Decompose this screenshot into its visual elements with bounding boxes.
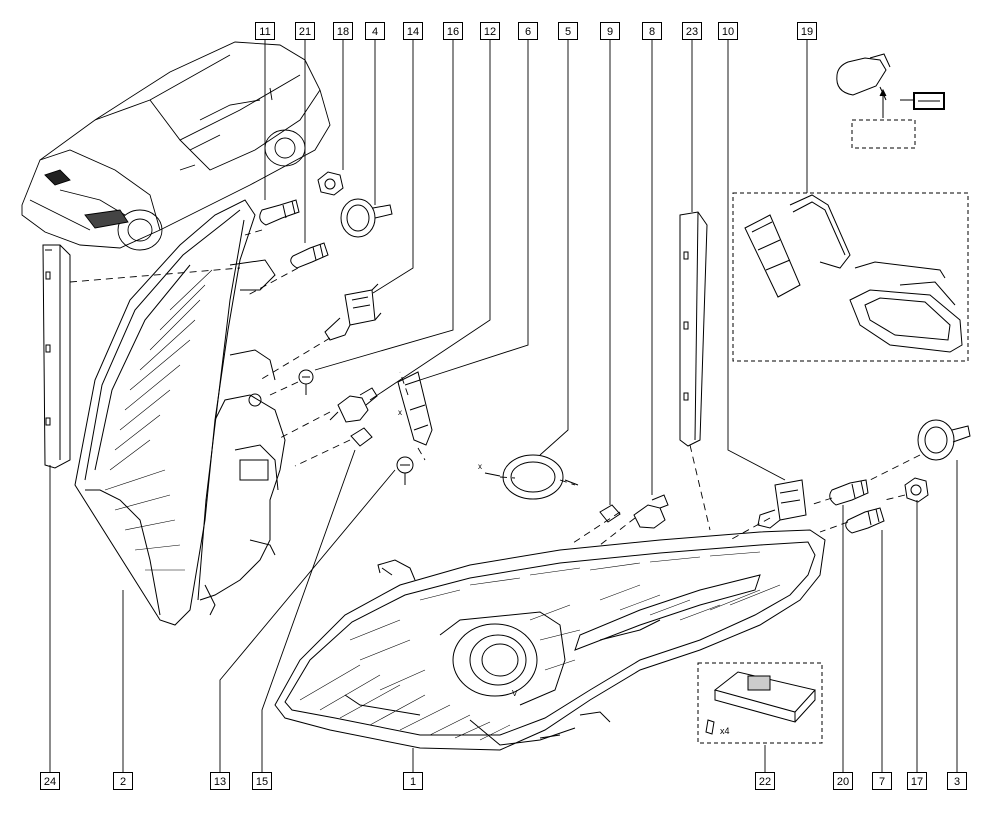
- bulb-h7-12: [329, 387, 378, 423]
- axis-mark-b: x: [478, 462, 482, 471]
- bulb-h7-8: [633, 494, 669, 529]
- assembly-dash-lines: [69, 229, 921, 546]
- bulb-socket-18: [317, 171, 344, 196]
- leader-lines: [49, 40, 958, 772]
- callout-15: 15: [252, 772, 272, 790]
- callout-7: 7: [872, 772, 892, 790]
- callout-17: 17: [907, 772, 927, 790]
- callout-19: 19: [797, 22, 817, 40]
- headlight-housing-rear-view: [74, 199, 286, 626]
- callout-2: 2: [113, 772, 133, 790]
- callout-18: 18: [333, 22, 353, 40]
- callout-22: 22: [755, 772, 775, 790]
- indicator-bulb-11: [259, 199, 300, 226]
- svg-text:V: V: [512, 689, 518, 698]
- sealing-cap-4: [340, 198, 393, 238]
- axis-mark-a: x: [398, 408, 402, 417]
- xenon-bulb-14: [324, 283, 382, 341]
- mounting-bracket-right: [679, 211, 708, 447]
- callout-10: 10: [718, 22, 738, 40]
- wedge-bulb-9: [599, 504, 621, 523]
- callout-21: 21: [295, 22, 315, 40]
- indicator-bulb-20: [829, 479, 869, 506]
- callout-4: 4: [365, 22, 385, 40]
- drl-kit-group-19: [732, 192, 969, 362]
- callout-24: 24: [40, 772, 60, 790]
- callout-8: 8: [642, 22, 662, 40]
- bulb-top-right-detail: [836, 53, 945, 149]
- callout-6: 6: [518, 22, 538, 40]
- headlight-assembly-front: V: [274, 529, 826, 751]
- side-lens-6: x: [397, 371, 433, 446]
- car-illustration: [21, 41, 331, 251]
- callout-16: 16: [443, 22, 463, 40]
- bulb-socket-17: [904, 477, 929, 503]
- screw-15: [396, 456, 414, 485]
- wedge-bulb-small: [350, 427, 373, 447]
- fixing-screw-16: [298, 369, 314, 395]
- screw-quantity-label: x4: [720, 726, 730, 736]
- callout-14: 14: [403, 22, 423, 40]
- callout-5: 5: [558, 22, 578, 40]
- callout-12: 12: [480, 22, 500, 40]
- callout-1: 1: [403, 772, 423, 790]
- callout-3: 3: [947, 772, 967, 790]
- mounting-bracket-left: [42, 244, 71, 469]
- ballast-group-22: x4: [697, 662, 823, 744]
- callout-13: 13: [210, 772, 230, 790]
- callout-20: 20: [833, 772, 853, 790]
- cover-cap-5: x: [478, 454, 579, 500]
- callout-9: 9: [600, 22, 620, 40]
- callout-23: 23: [682, 22, 702, 40]
- sealing-cap-3: [917, 419, 971, 461]
- bulb-7: [845, 507, 885, 534]
- callout-11: 11: [255, 22, 275, 40]
- bulb-21: [290, 242, 329, 269]
